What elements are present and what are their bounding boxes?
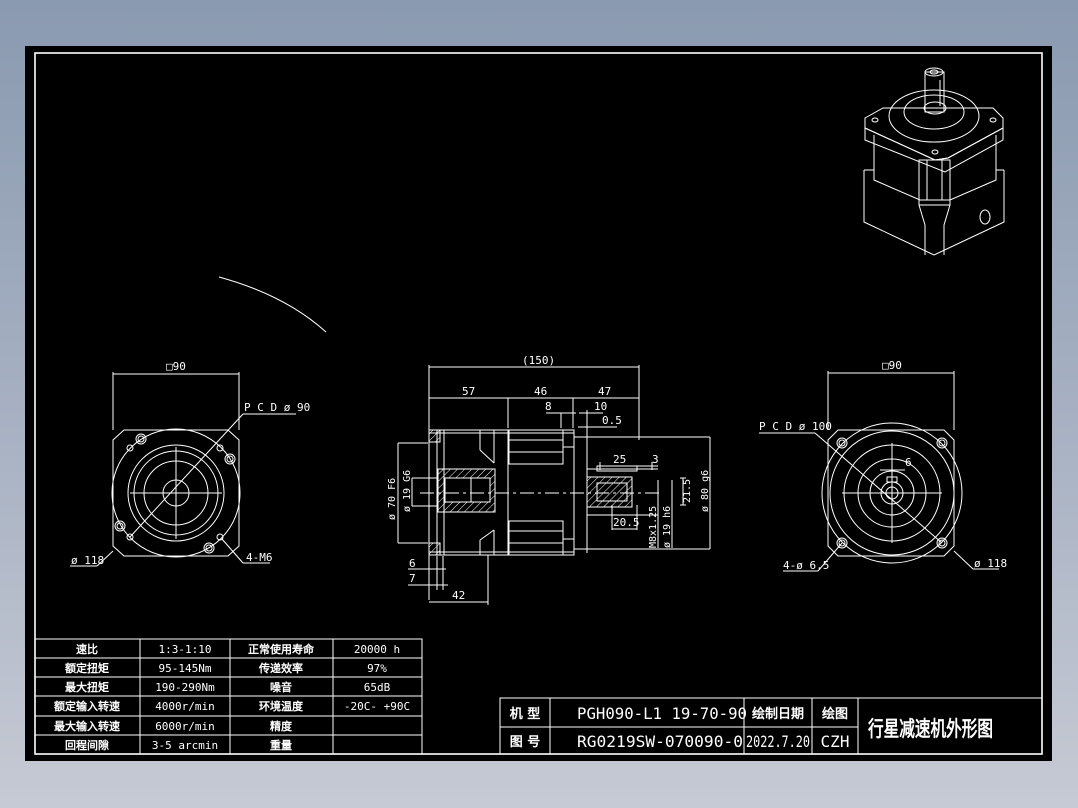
spec-row: 回程间隙 3-5 arcmin 重量: [65, 738, 292, 752]
drawing-no-label: 图 号: [510, 735, 541, 750]
square-dim-left: □90: [166, 360, 186, 373]
construction-arc: [218, 276, 327, 333]
dim-10: 10: [594, 400, 607, 413]
dim-shaft-dia: ø 19 h6: [662, 506, 673, 548]
dim-42: 42: [452, 589, 465, 602]
svg-text:97%: 97%: [367, 662, 387, 675]
svg-text:190-290Nm: 190-290Nm: [155, 681, 215, 694]
side-section-view: (150) 57 46 47 8 10 0.5 25 3 20.5 ø 70 F…: [387, 354, 711, 605]
svg-text:-20C- +90C: -20C- +90C: [344, 700, 410, 713]
model-value: PGH090-L1 19-70-90: [577, 704, 747, 723]
pcd-label-right: P C D ø 100: [759, 420, 832, 433]
outer-dia-right: ø 118: [974, 557, 1007, 570]
spec-row: 额定输入转速 4000r/min 环境温度 -20C- +90C: [54, 699, 410, 713]
date-value: 2022.7.20: [746, 732, 810, 751]
cad-drawing: □90 P C D ø 90 ø 118 4-M6: [34, 52, 1043, 755]
svg-text:65dB: 65dB: [364, 681, 391, 694]
svg-text:3-5 arcmin: 3-5 arcmin: [152, 739, 218, 752]
drawing-no-value: RG0219SW-070090-0: [577, 732, 743, 751]
isometric-view: [863, 67, 1005, 256]
dim-0-5: 0.5: [602, 414, 622, 427]
dim-47: 47: [598, 385, 611, 398]
svg-text:20000 h: 20000 h: [354, 643, 400, 656]
spec-row: 最大输入转速 6000r/min 精度: [54, 719, 293, 733]
front-view-right: □90 P C D ø 100 6 4-ø 6.5 ø 118: [759, 359, 1007, 572]
outer-dia-left: ø 118: [71, 554, 104, 567]
svg-text:回程间隙: 回程间隙: [65, 738, 109, 752]
dim-flange-dia: ø 70 F6: [387, 478, 398, 520]
dim-7: 7: [409, 572, 416, 585]
spec-row: 最大扭矩 190-290Nm 噪音 65dB: [65, 680, 391, 694]
svg-text:额定扭矩: 额定扭矩: [65, 661, 109, 675]
dim-6: 6: [409, 557, 416, 570]
square-dim-right: □90: [882, 359, 902, 372]
dim-57: 57: [462, 385, 475, 398]
dim-key-length: 25: [613, 453, 626, 466]
svg-text:最大输入转速: 最大输入转速: [54, 719, 120, 733]
svg-text:1:3-1:10: 1:3-1:10: [159, 643, 212, 656]
dim-pilot-dia: ø 80 g6: [700, 470, 711, 512]
svg-text:速比: 速比: [76, 642, 98, 656]
svg-text:最大扭矩: 最大扭矩: [65, 680, 109, 694]
svg-text:4000r/min: 4000r/min: [155, 700, 215, 713]
dim-8: 8: [545, 400, 552, 413]
svg-text:噪音: 噪音: [270, 680, 292, 694]
drawn-label: 绘图: [822, 706, 848, 722]
dim-thread: M8x1.25: [648, 506, 659, 548]
dim-key-offset: 3: [652, 453, 659, 466]
holes-label-left: 4-M6: [246, 551, 273, 564]
model-label: 机 型: [510, 706, 541, 722]
drawing-sheet: □90 P C D ø 90 ø 118 4-M6: [25, 46, 1052, 761]
title-block: 机 型 PGH090-L1 19-70-90 图 号 RG0219SW-0700…: [499, 697, 1043, 755]
front-view-left: □90 P C D ø 90 ø 118 4-M6: [70, 360, 310, 567]
holes-label-right: 4-ø 6.5: [783, 559, 829, 572]
dim-thread-depth: 20.5: [613, 516, 640, 529]
svg-text:6000r/min: 6000r/min: [155, 720, 215, 733]
svg-text:额定输入转速: 额定输入转速: [54, 699, 120, 713]
svg-text:95-145Nm: 95-145Nm: [159, 662, 212, 675]
dim-bore-dia: ø 19 G6: [402, 470, 413, 512]
dim-46: 46: [534, 385, 547, 398]
drawn-value: CZH: [821, 732, 850, 751]
pcd-label-left: P C D ø 90: [244, 401, 310, 414]
spec-row: 速比 1:3-1:10 正常使用寿命 20000 h: [76, 642, 400, 656]
svg-text:环境温度: 环境温度: [259, 699, 304, 713]
svg-text:重量: 重量: [270, 738, 292, 752]
dim-key-height: 21.5: [682, 479, 693, 503]
spec-row: 额定扭矩 95-145Nm 传递效率 97%: [65, 661, 387, 675]
key-width-right: 6: [905, 456, 912, 469]
svg-text:传递效率: 传递效率: [258, 661, 303, 675]
spec-table: 速比 1:3-1:10 正常使用寿命 20000 h 额定扭矩 95-145Nm…: [34, 638, 423, 755]
svg-text:正常使用寿命: 正常使用寿命: [248, 642, 315, 656]
svg-text:精度: 精度: [270, 719, 293, 733]
dim-overall-length: (150): [522, 354, 555, 367]
date-label: 绘制日期: [752, 706, 804, 722]
drawing-title: 行星减速机外形图: [867, 716, 993, 741]
